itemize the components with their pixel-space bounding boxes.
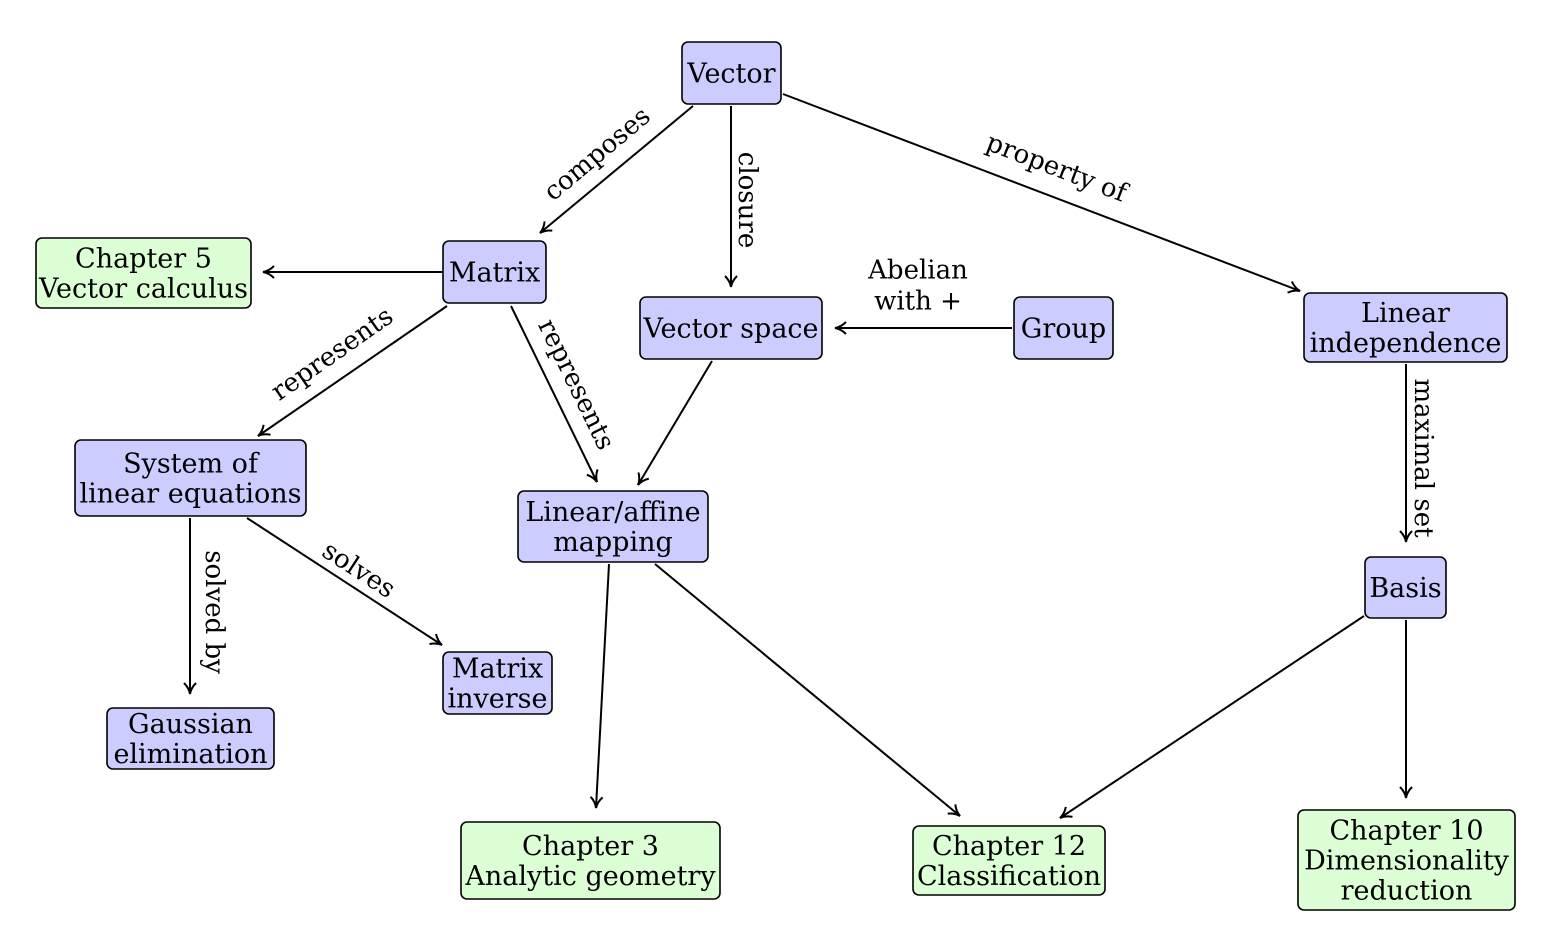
edge-label-line: maximal set xyxy=(1408,378,1438,538)
node-basis: Basis xyxy=(1364,556,1447,619)
arrow-line xyxy=(782,93,1301,294)
node-label-line: System of xyxy=(123,449,260,480)
node-vector-space: Vector space xyxy=(639,296,823,360)
edge-label-vector-to-vector-space: closure xyxy=(732,152,762,248)
node-label-line: inverse xyxy=(448,684,548,715)
node-box xyxy=(35,237,252,309)
arrow-line xyxy=(510,305,599,483)
node-label-line: Chapter 12 xyxy=(932,831,1086,862)
node-box xyxy=(460,821,721,900)
node-box xyxy=(912,825,1106,896)
edge-label-line: Abelian xyxy=(867,256,968,286)
node-label-line: Vector calculus xyxy=(38,274,248,305)
edges-layer xyxy=(183,93,1413,819)
node-box xyxy=(442,651,553,715)
node-label-line: independence xyxy=(1310,328,1502,359)
node-matrix: Matrix xyxy=(442,240,547,304)
edge-label-system-linear-eq-to-matrix-inverse: solves xyxy=(317,536,401,605)
edge-label-line: composes xyxy=(538,101,656,207)
edge-linear-mapping-to-chapter3 xyxy=(589,563,610,809)
node-box xyxy=(106,707,275,770)
node-label-line: Gaussian xyxy=(128,709,253,740)
arrow-line xyxy=(246,517,443,646)
node-box xyxy=(442,240,547,304)
edge-label-vector-to-matrix: composes xyxy=(538,101,656,207)
arrow-line xyxy=(539,105,694,234)
node-label-line: Chapter 5 xyxy=(75,244,212,275)
arrow-line xyxy=(589,563,610,809)
arrow-line xyxy=(257,305,448,437)
edge-label-linear-independence-to-basis: maximal set xyxy=(1408,378,1438,538)
node-label-line: elimination xyxy=(113,739,267,770)
node-box xyxy=(681,41,782,105)
edge-vector-to-matrix xyxy=(539,105,694,234)
edge-vector-space-to-linear-mapping xyxy=(637,360,713,486)
node-label-line: Classification xyxy=(917,861,1101,892)
node-group: Group xyxy=(1013,296,1114,360)
node-label-line: mapping xyxy=(553,527,673,558)
node-box xyxy=(1013,296,1114,360)
node-label-line: Linear/affine xyxy=(525,497,700,528)
arrow-line xyxy=(1059,615,1365,819)
node-label-line: Chapter 3 xyxy=(522,831,659,862)
node-label-line: linear equations xyxy=(80,479,302,510)
node-box xyxy=(1303,292,1508,363)
edge-linear-mapping-to-chapter12 xyxy=(654,563,961,817)
node-box xyxy=(1364,556,1447,619)
edge-label-line: with + xyxy=(874,287,962,317)
edge-label-system-linear-eq-to-gaussian-elimination: solved by xyxy=(199,550,229,674)
node-label-line: Group xyxy=(1021,314,1106,345)
edge-basis-to-chapter12 xyxy=(1059,615,1365,819)
arrow-line xyxy=(654,563,961,817)
edge-matrix-to-linear-mapping xyxy=(510,305,599,483)
node-label-line: Analytic geometry xyxy=(464,861,716,892)
arrow-line xyxy=(637,360,713,486)
node-label-line: Linear xyxy=(1361,298,1450,329)
node-label-line: Matrix xyxy=(449,258,540,289)
node-box xyxy=(1297,809,1516,911)
edge-matrix-to-system-linear-eq xyxy=(257,305,448,437)
edge-label-line: solves xyxy=(317,536,401,605)
node-box xyxy=(639,296,823,360)
edge-label-line: solved by xyxy=(199,550,229,674)
edge-label-line: property of xyxy=(982,128,1133,210)
node-label-line: Vector space xyxy=(642,314,818,345)
node-label-line: Dimensionality xyxy=(1304,846,1510,877)
edge-label-matrix-to-linear-mapping: represents xyxy=(531,314,620,454)
edge-system-linear-eq-to-matrix-inverse xyxy=(246,517,443,646)
edge-label-line: represents xyxy=(531,314,620,454)
node-vector: Vector xyxy=(681,41,782,105)
edge-vector-to-linear-independence xyxy=(782,93,1301,294)
node-box xyxy=(74,439,307,517)
node-label-line: reduction xyxy=(1341,876,1473,907)
edge-label-matrix-to-system-linear-eq: represents xyxy=(266,301,399,407)
edge-label-line: closure xyxy=(732,152,762,248)
node-box xyxy=(517,490,709,563)
node-label-line: Matrix xyxy=(452,654,543,685)
node-label-line: Chapter 10 xyxy=(1329,816,1483,847)
edge-label-vector-to-linear-independence: property of xyxy=(982,128,1133,210)
edge-label-line: represents xyxy=(266,301,399,407)
node-label-line: Vector xyxy=(686,59,775,90)
node-label-line: Basis xyxy=(1369,573,1441,604)
